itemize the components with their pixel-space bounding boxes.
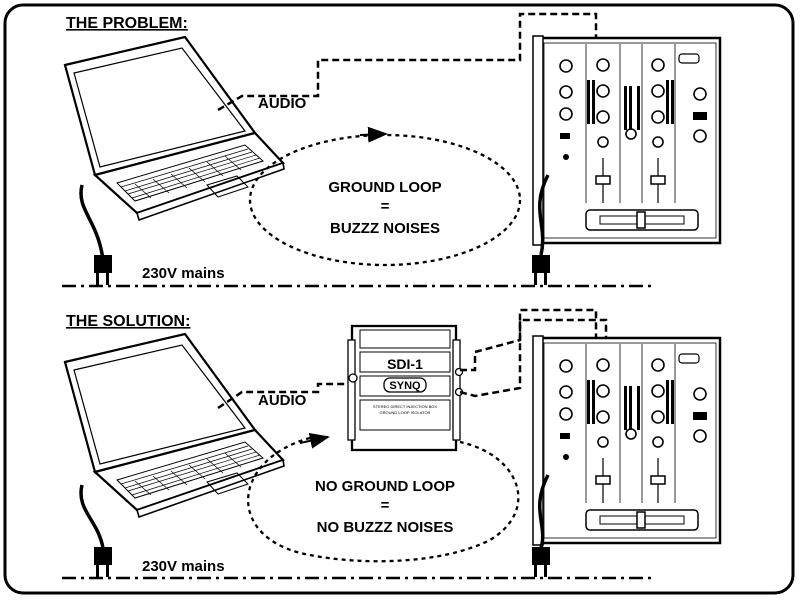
problem-loop-line1: GROUND LOOP: [328, 179, 441, 196]
solution-loop-line1: NO GROUND LOOP: [315, 478, 455, 495]
problem-heading: THE PROBLEM:: [66, 15, 188, 32]
solution-loop-line2: =: [381, 497, 390, 514]
solution-heading: THE SOLUTION:: [66, 313, 190, 330]
isolator-model: SDI-1: [387, 356, 423, 372]
mixer-power-cord: [538, 174, 550, 256]
mixer-icon-2: [531, 334, 722, 547]
mixer-power-cord-2: [538, 474, 550, 549]
laptop-plug-2: [94, 547, 112, 565]
laptop-power-cord: [79, 184, 105, 261]
laptop-power-cord-2: [79, 484, 105, 549]
isolator-caption2: GROUND LOOP ISOLATOR: [380, 410, 431, 415]
problem-mains-label: 230V mains: [142, 265, 225, 282]
solution-loop-line3: NO BUZZZ NOISES: [317, 519, 454, 536]
isolator-caption1: STEREO DIRECT INJECTION BOX: [373, 404, 437, 409]
audio-cable-out-2: [459, 318, 608, 398]
audio-cable-out-1: [460, 308, 598, 372]
solution-audio-label: AUDIO: [258, 392, 307, 409]
isolator-box: SDI-1 SYNQ STEREO DIRECT INJECTION BOX G…: [347, 324, 464, 452]
loop-arrow: [359, 126, 388, 143]
mixer-plug: [532, 255, 550, 273]
solution-section: THE SOLUTION: AUDIO SDI-1 SYNQ STEREO DI…: [62, 308, 722, 580]
solution-mains-label: 230V mains: [142, 558, 225, 575]
loop-arrow-2: [299, 432, 330, 449]
laptop-plug: [94, 255, 112, 273]
problem-loop-line3: BUZZZ NOISES: [330, 220, 440, 237]
mixer-icon: [531, 34, 722, 247]
problem-loop-line2: =: [381, 198, 390, 215]
mixer-plug-2: [532, 547, 550, 565]
problem-section: THE PROBLEM: AUDIO GROUND LOOP = BUZZZ N…: [62, 12, 722, 288]
audio-cable: [217, 12, 598, 112]
audio-cable-in: [217, 382, 346, 410]
isolator-brand: SYNQ: [389, 380, 421, 392]
ground-loop-ellipse: [248, 133, 522, 267]
problem-audio-label: AUDIO: [258, 95, 307, 112]
